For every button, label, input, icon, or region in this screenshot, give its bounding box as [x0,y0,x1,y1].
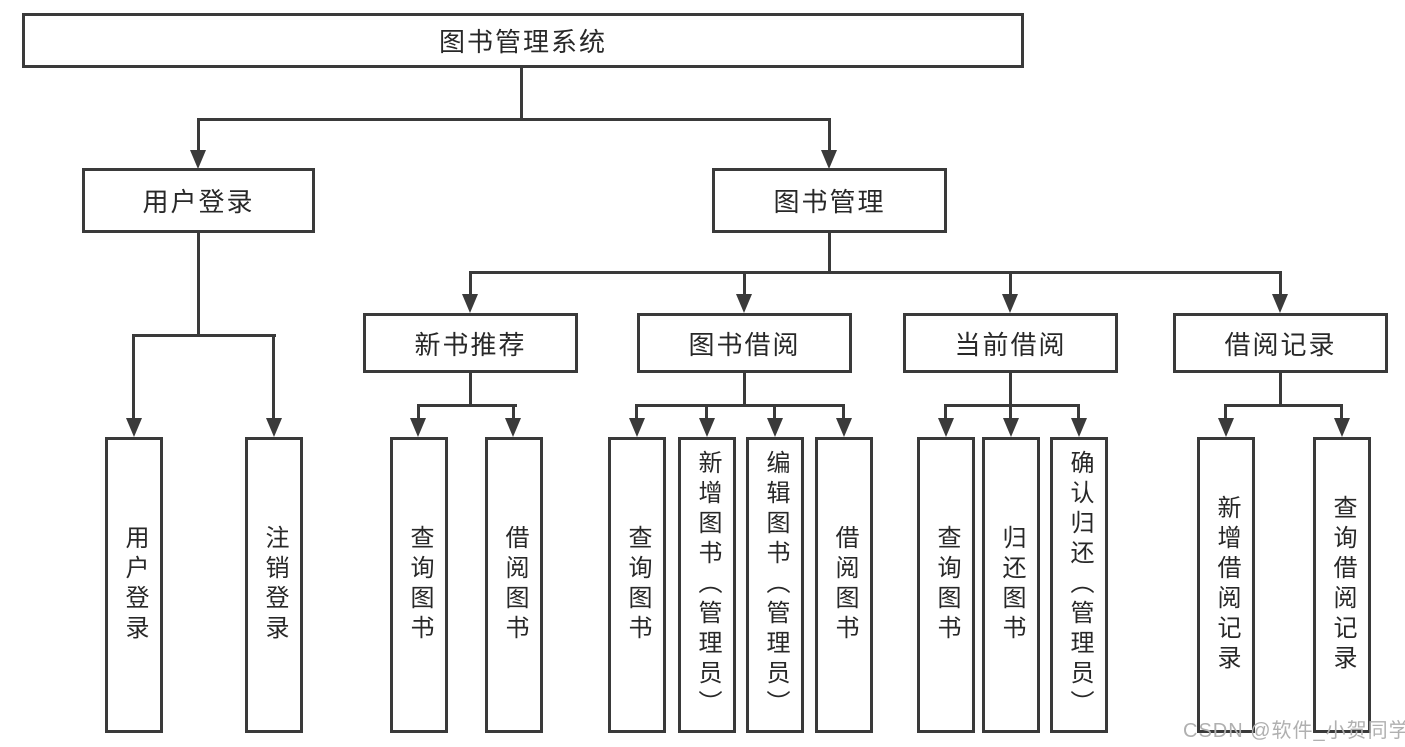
connector-line [520,68,523,120]
arrow-down-icon [126,418,142,437]
node-library-management-system: 图书管理系统 [22,13,1024,68]
connector-line [773,404,776,419]
leaf-add-borrow-record: 新增借阅记录 [1197,437,1255,733]
node-book-management: 图书管理 [712,168,947,233]
connector-line [417,404,517,407]
connector-line [1077,404,1080,419]
arrow-down-icon [1071,418,1087,437]
arrow-down-icon [1334,418,1350,437]
connector-line [132,334,276,337]
connector-line [1340,404,1343,419]
node-borrowing-records: 借阅记录 [1173,313,1388,373]
arrow-down-icon [1003,418,1019,437]
node-current-borrowing: 当前借阅 [903,313,1118,373]
connector-line [469,373,472,407]
connector-line [743,271,746,295]
connector-line [272,334,275,419]
leaf-user-login: 用户登录 [105,437,163,733]
node-user-login: 用户登录 [82,168,315,233]
connector-line [1009,373,1012,407]
arrow-down-icon [767,418,783,437]
connector-line [944,404,1080,407]
leaf-query-books-borrowing: 查询图书 [608,437,666,733]
connector-line [944,404,947,419]
connector-line [469,271,472,295]
arrow-down-icon [1002,294,1018,313]
leaf-confirm-return-admin: 确认归还（管理员） [1050,437,1108,733]
leaf-logout: 注销登录 [245,437,303,733]
connector-line [1009,271,1012,295]
leaf-borrow-books-recommend: 借阅图书 [485,437,543,733]
arrow-down-icon [938,418,954,437]
arrow-down-icon [410,418,426,437]
connector-line [197,118,200,151]
connector-line [705,404,708,419]
arrow-down-icon [629,418,645,437]
arrow-down-icon [736,294,752,313]
connector-line [1279,373,1282,407]
leaf-edit-books-admin: 编辑图书（管理员） [746,437,804,733]
connector-line [1279,271,1282,295]
arrow-down-icon [505,418,521,437]
connector-line [828,233,831,274]
connector-line [132,334,135,419]
leaf-borrow-books: 借阅图书 [815,437,873,733]
arrow-down-icon [190,150,206,169]
connector-line [828,118,831,151]
connector-line [1009,404,1012,419]
connector-line [197,233,200,337]
connector-line [1224,404,1343,407]
connector-line [512,404,515,419]
node-book-borrowing: 图书借阅 [637,313,852,373]
arrow-down-icon [1272,294,1288,313]
csdn-watermark: CSDN @软件_小贺同学 [1183,720,1405,742]
leaf-query-books-current: 查询图书 [917,437,975,733]
leaf-add-books-admin: 新增图书（管理员） [678,437,736,733]
leaf-query-borrow-record: 查询借阅记录 [1313,437,1371,733]
connector-line [635,404,638,419]
leaf-return-books: 归还图书 [982,437,1040,733]
arrow-down-icon [699,418,715,437]
arrow-down-icon [1218,418,1234,437]
node-new-book-recommend: 新书推荐 [363,313,578,373]
arrow-down-icon [266,418,282,437]
leaf-query-books-recommend: 查询图书 [390,437,448,733]
arrow-down-icon [836,418,852,437]
connector-line [1224,404,1227,419]
connector-line [842,404,845,419]
connector-line [635,404,845,407]
connector-line [469,271,1282,274]
connector-line [743,373,746,407]
arrow-down-icon [821,150,837,169]
arrow-down-icon [462,294,478,313]
connector-line [197,118,831,121]
connector-line [417,404,420,419]
